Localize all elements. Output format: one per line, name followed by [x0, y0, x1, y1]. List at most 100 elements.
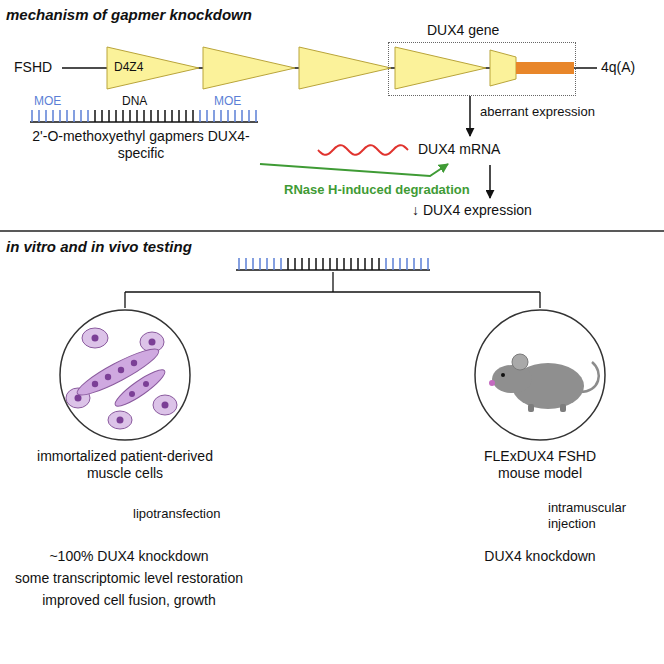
mouse-eye	[501, 373, 505, 377]
gapmer-tooth	[350, 258, 352, 270]
gapmer-tooth	[273, 258, 275, 270]
gapmer-tooth	[315, 258, 317, 270]
result-text: ~100% DUX4 knockdown	[4, 548, 254, 565]
nucleus	[129, 391, 135, 397]
gapmer-tooth	[115, 110, 117, 122]
gene-box: DUX4 gene	[388, 42, 576, 96]
gapmer-tooth	[122, 110, 124, 122]
method-label: lipotransfection	[133, 506, 220, 522]
node-text: MOE	[34, 94, 84, 108]
gapmer-tooth	[52, 110, 54, 122]
muscle-cells-illustration	[66, 328, 177, 429]
gapmer-tooth	[164, 110, 166, 122]
gapmer-tooth	[287, 258, 289, 270]
model-circle: FLExDUX4 FSHD mouse model	[440, 308, 640, 488]
model-circle: immortalized patient-derived muscle cell…	[25, 308, 225, 488]
circle-outline	[475, 310, 605, 440]
gapmer-tooth	[31, 110, 33, 122]
d4z4-repeat	[299, 47, 391, 89]
gapmer-tooth	[301, 258, 303, 270]
gapmer-tooth	[427, 258, 429, 270]
gapmer-tooth	[245, 258, 247, 270]
gapmer-tooth	[259, 258, 261, 270]
gapmer-tooth	[241, 110, 243, 122]
gapmer-tooth	[143, 110, 145, 122]
cell	[108, 411, 132, 429]
gapmer-symbol	[236, 258, 430, 270]
mouse-head	[492, 365, 532, 393]
gapmer-tooth	[206, 110, 208, 122]
circle-outline	[60, 310, 190, 440]
gapmer-tooth	[399, 258, 401, 270]
gapmer-tooth	[87, 110, 89, 122]
mouse-ear	[512, 354, 528, 370]
mouse-leg	[560, 404, 566, 412]
mouse-illustration	[489, 354, 599, 412]
gapmer-tooth	[406, 258, 408, 270]
repeat-shape	[107, 47, 199, 89]
result-text: DUX4 knockdown	[440, 548, 640, 565]
cell	[82, 328, 108, 348]
connector-arrow	[260, 164, 448, 176]
gapmer-tooth	[392, 258, 394, 270]
gapmer-tooth	[329, 258, 331, 270]
gapmer-tooth	[322, 258, 324, 270]
chromosome-label: FSHD	[14, 59, 52, 76]
section-divider	[0, 230, 664, 232]
nucleus	[149, 339, 156, 346]
mouse-leg	[528, 404, 534, 412]
gapmer-tooth	[248, 110, 250, 122]
section-heading: in vitro and in vivo testing	[6, 238, 192, 256]
gapmer-tooth	[378, 258, 380, 270]
gapmer-tooth	[357, 258, 359, 270]
nucleus	[117, 417, 124, 424]
node-text: immortalized patient-derived muscle cell…	[25, 448, 225, 482]
result-text: improved cell fusion, growth	[4, 592, 254, 609]
node-outline	[389, 43, 577, 97]
branch-line	[332, 272, 333, 292]
chromosome-label: 4q(A)	[601, 59, 635, 76]
gapmer-tooth	[157, 110, 159, 122]
node-text: MOE	[214, 94, 260, 108]
gapmer-tooth	[80, 110, 82, 122]
gapmer-backbone	[236, 269, 430, 271]
gapmer-tooth	[59, 110, 61, 122]
gapmer-tooth	[73, 110, 75, 122]
d4z4-repeat	[395, 47, 486, 89]
nucleus	[105, 374, 111, 380]
branch-line	[539, 292, 540, 308]
nucleus	[162, 402, 169, 409]
gapmer-tooth	[94, 110, 96, 122]
gapmer-tooth	[280, 258, 282, 270]
gapmer-tooth	[266, 258, 268, 270]
gapmer-tooth	[227, 110, 229, 122]
cell	[153, 395, 177, 415]
branch-line	[125, 291, 540, 292]
node-text: 2'-O-methoxyethyl gapmers DUX4-specific	[22, 128, 260, 162]
nucleus	[143, 381, 149, 387]
gapmer-tooth	[136, 110, 138, 122]
repeat-triangle: D4Z4	[107, 47, 199, 89]
edge-label: RNase H-induced degradation	[282, 182, 472, 198]
gapmer-tooth	[38, 110, 40, 122]
gapmer-tooth	[129, 110, 131, 122]
nucleus	[92, 335, 99, 342]
gapmer-tooth	[371, 258, 373, 270]
gapmer-tooth	[413, 258, 415, 270]
mrna-transcript: DUX4 mRNA	[312, 136, 520, 164]
gapmer-tooth	[171, 110, 173, 122]
pas-region	[516, 62, 574, 74]
node-text: DUX4 mRNA	[418, 141, 518, 158]
gapmer-tooth	[343, 258, 345, 270]
gapmer-molecule: MOEDNAMOE2'-O-methoxyethyl gapmers DUX4-…	[22, 94, 260, 170]
gapmer-tooth	[213, 110, 215, 122]
gapmer-tooth	[234, 110, 236, 122]
down-arrow	[489, 165, 491, 198]
node-text: DUX4 gene	[427, 22, 577, 39]
node-text: D4Z4	[114, 60, 174, 74]
nucleus	[92, 381, 98, 387]
myotube	[111, 365, 168, 411]
gapmer-tooth	[294, 258, 296, 270]
gapmer-tooth	[45, 110, 47, 122]
